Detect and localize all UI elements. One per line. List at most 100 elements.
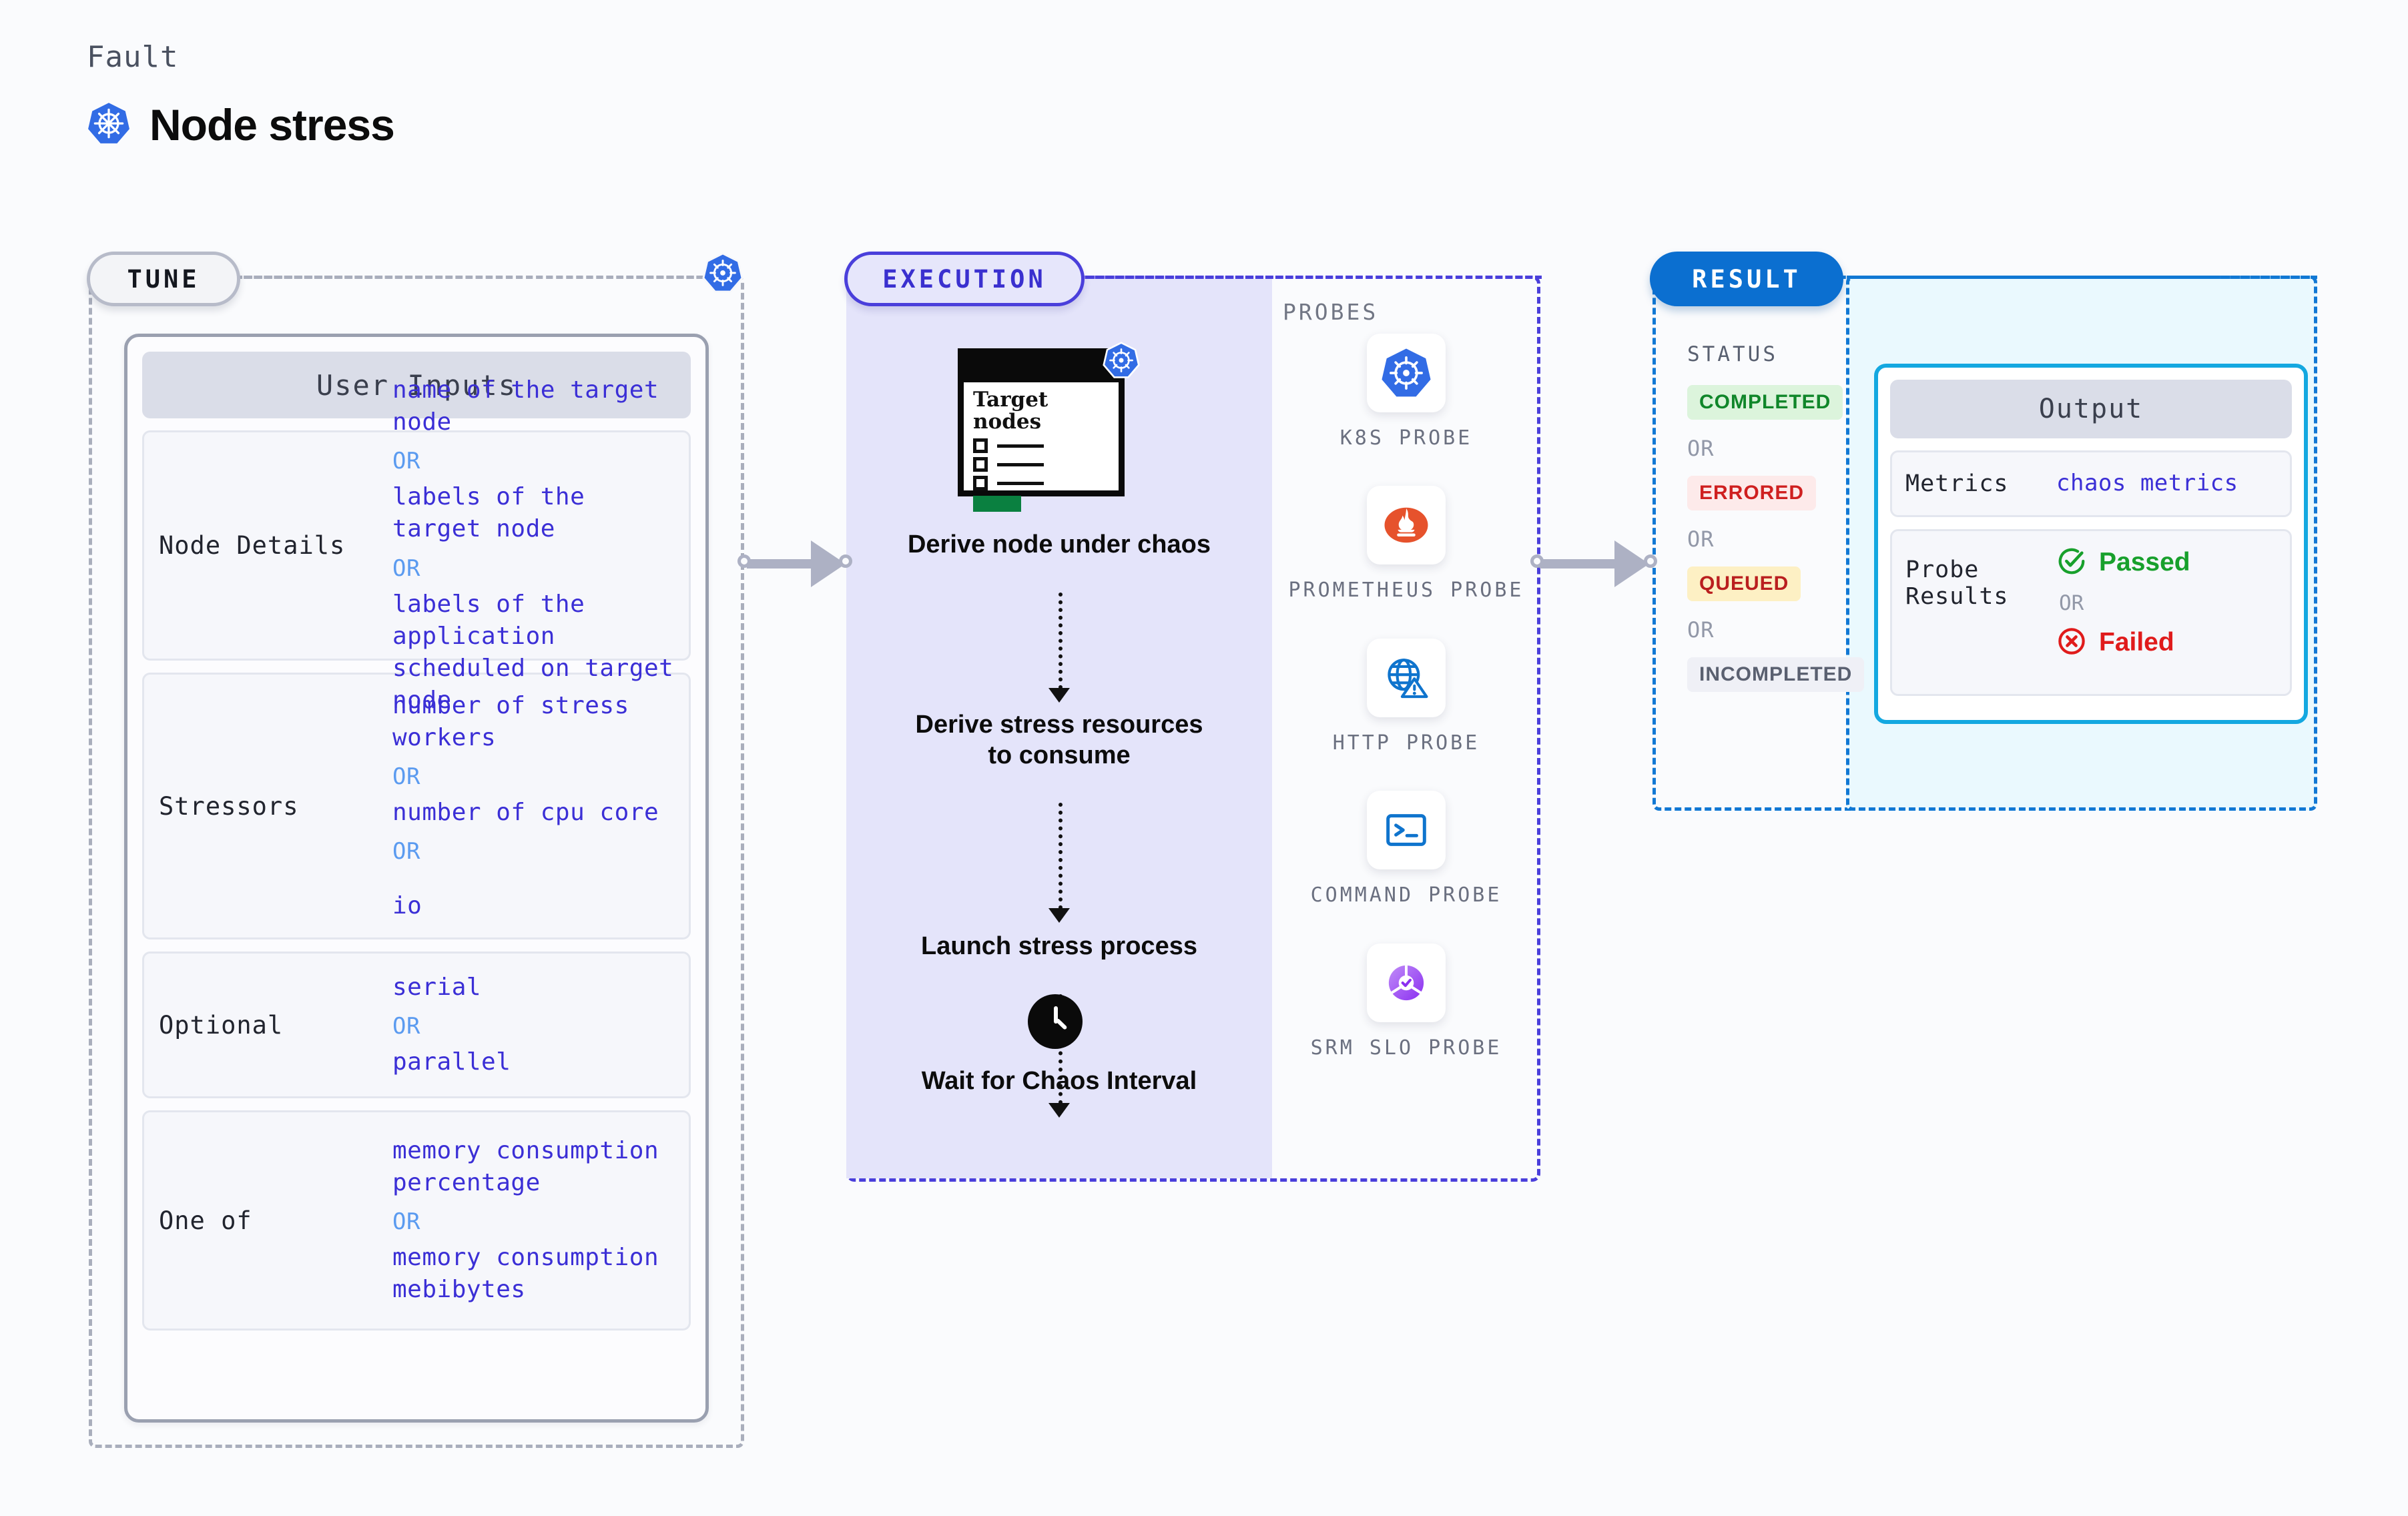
- or-label: OR: [1687, 526, 1715, 552]
- execution-label[interactable]: EXECUTION: [844, 252, 1085, 306]
- flow-arrowhead: [1048, 908, 1070, 923]
- probe-label: K8S PROBE: [1339, 426, 1473, 450]
- probe-item-srm-slo[interactable]: SRM SLO PROBE: [1272, 943, 1540, 1061]
- row-value: labels of the application scheduled on t…: [392, 590, 674, 715]
- row-key: Node Details: [159, 531, 346, 560]
- execution-top-connector: [1078, 276, 1542, 279]
- table-row: Stressors number of stress workers OR nu…: [142, 673, 691, 939]
- probe-result-passed: Passed: [2056, 546, 2283, 579]
- kubernetes-icon: [87, 101, 131, 148]
- row-key: Optional: [159, 1010, 284, 1040]
- progress-bar: [973, 496, 1021, 512]
- result-label[interactable]: RESULT: [1650, 252, 1843, 306]
- or-label: OR: [392, 1013, 420, 1040]
- kubernetes-icon: [1103, 342, 1140, 382]
- or-label: OR: [2059, 591, 2084, 615]
- probe-label: SRM SLO PROBE: [1310, 1036, 1502, 1060]
- row-value: number of cpu core: [392, 799, 659, 826]
- checkbox-row: [973, 457, 1044, 472]
- probe-item-prometheus[interactable]: PROMETHEUS PROBE: [1272, 486, 1540, 603]
- tune-top-connector: [234, 276, 714, 279]
- table-row: Optional serial OR parallel: [142, 952, 691, 1098]
- page-header: Fault: [87, 40, 395, 150]
- globe-warning-icon: [1367, 638, 1446, 717]
- flow-arrowhead: [1048, 1103, 1070, 1118]
- list-rule: [997, 444, 1044, 448]
- flow-step: Launch stress process: [921, 932, 1197, 960]
- row-key: Probe Results: [1905, 556, 2009, 610]
- status-title: STATUS: [1687, 342, 1778, 366]
- kubernetes-icon: [1367, 334, 1446, 412]
- or-label: OR: [392, 554, 420, 582]
- row-value: number of stress workers: [392, 691, 629, 751]
- probe-item-k8s[interactable]: K8S PROBE: [1272, 334, 1540, 451]
- terminal-icon: [1367, 791, 1446, 870]
- row-value: labels of the target node: [392, 483, 585, 543]
- status-badge: QUEUED: [1687, 566, 1801, 601]
- row-key: Stressors: [159, 791, 299, 821]
- or-label: OR: [1687, 436, 1715, 461]
- row-value: name of the target node: [392, 376, 659, 436]
- or-label: OR: [392, 1208, 420, 1235]
- target-nodes-card: Target nodes: [958, 348, 1125, 512]
- probes-list: K8S PROBE PROMETHEUS PROBE: [1272, 334, 1540, 1061]
- probe-label: HTTP PROBE: [1332, 731, 1480, 755]
- probe-item-command[interactable]: COMMAND PROBE: [1272, 791, 1540, 908]
- probe-label: COMMAND PROBE: [1310, 883, 1502, 907]
- row-value: chaos metrics: [2056, 470, 2238, 497]
- row-value: memory consumption mebibytes: [392, 1244, 659, 1304]
- flow-connector: [1059, 994, 1063, 1104]
- or-label: OR: [392, 838, 420, 865]
- table-row: Metrics chaos metrics: [1890, 450, 2292, 517]
- probe-result-failed: Failed: [2056, 626, 2283, 659]
- checkbox-row: [973, 438, 1044, 453]
- x-circle-icon: [2056, 626, 2087, 659]
- list-rule: [997, 481, 1044, 485]
- tune-label[interactable]: TUNE: [87, 252, 240, 306]
- status-list: STATUS COMPLETED OR ERRORED OR QUEUED OR…: [1687, 342, 1867, 692]
- probes-title: PROBES: [1283, 299, 1379, 325]
- status-badge: COMPLETED: [1687, 385, 1843, 420]
- flow-connector: [1059, 593, 1063, 689]
- result-status-panel: [1652, 276, 1873, 811]
- or-label: OR: [392, 763, 420, 790]
- status-badge: INCOMPLETED: [1687, 657, 1865, 692]
- or-label: OR: [1687, 617, 1715, 643]
- eyebrow-label: Fault: [87, 40, 179, 74]
- row-value: parallel: [392, 1048, 511, 1076]
- clock-icon: [1028, 994, 1083, 1049]
- flow-connector: [1059, 803, 1063, 909]
- table-row: Probe Results Passed OR: [1890, 529, 2292, 696]
- user-inputs-title: User Inputs: [142, 352, 691, 418]
- row-value: io: [392, 892, 422, 920]
- check-circle-icon: [2056, 546, 2087, 579]
- status-badge: ERRORED: [1687, 476, 1817, 510]
- row-key: One of: [159, 1206, 252, 1235]
- row-key: Metrics: [1905, 470, 2009, 497]
- probe-label: PROMETHEUS PROBE: [1288, 579, 1524, 603]
- page-title: Node stress: [149, 100, 395, 149]
- output-card: Output Metrics chaos metrics Probe Resul…: [1874, 364, 2308, 724]
- arrow-tune-to-execution: [737, 540, 854, 587]
- result-top-connector: [1837, 276, 2317, 279]
- flow-step: Derive stress resources to consume: [915, 711, 1203, 770]
- flow-arrowhead: [1048, 688, 1070, 703]
- checkbox-row: [973, 476, 1044, 490]
- checkbox-icon: [973, 457, 988, 472]
- table-row: Node Details name of the target node OR …: [142, 376, 691, 714]
- flow-step: Derive node under chaos: [907, 530, 1211, 558]
- table-row: One of memory consumption percentage OR …: [142, 1110, 691, 1331]
- target-nodes-title: Target nodes: [973, 388, 1048, 434]
- arrow-execution-to-result: [1530, 540, 1661, 587]
- kubernetes-icon: [702, 252, 743, 296]
- or-label: OR: [392, 448, 420, 475]
- prometheus-icon: [1367, 486, 1446, 565]
- card-titlebar: [964, 354, 1119, 382]
- row-value: serial: [392, 973, 482, 1001]
- passed-label: Passed: [2099, 548, 2190, 577]
- list-rule: [997, 462, 1044, 466]
- probe-item-http[interactable]: HTTP PROBE: [1272, 638, 1540, 756]
- output-title: Output: [1890, 380, 2292, 438]
- flow-step: Wait for Chaos Interval: [921, 1067, 1197, 1095]
- checkbox-icon: [973, 476, 988, 490]
